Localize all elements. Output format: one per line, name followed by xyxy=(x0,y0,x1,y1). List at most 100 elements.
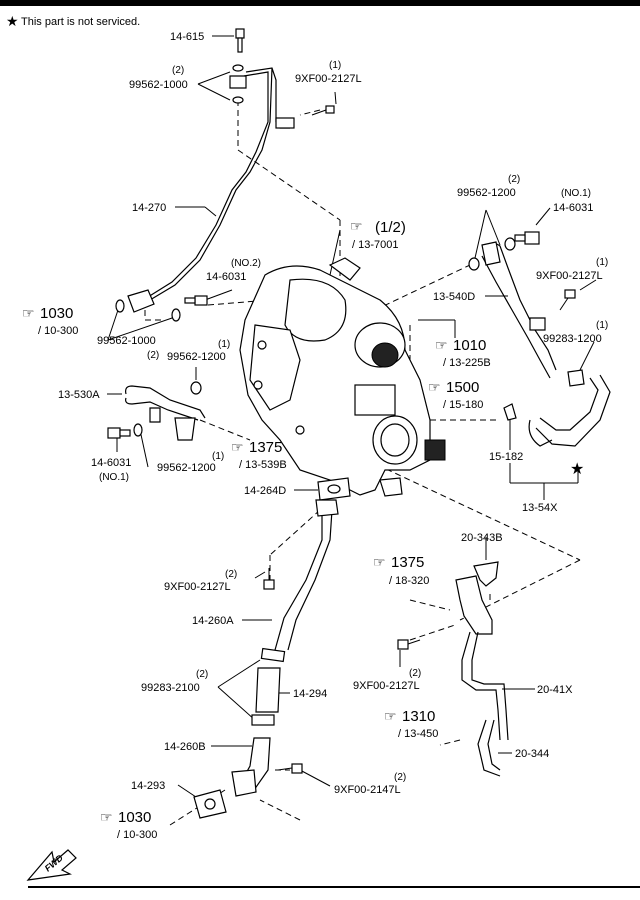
label-13-530a: 13-530A xyxy=(58,389,100,401)
label-14-294: 14-294 xyxy=(293,688,327,700)
header-note: This part is not serviced. xyxy=(21,16,140,28)
bottom-border xyxy=(28,886,640,888)
gasket-14-264d xyxy=(317,477,351,501)
ref-hand-icon-1030-top: ☞ xyxy=(22,305,35,321)
label-99283-2100: 99283-2100 xyxy=(141,682,200,694)
label-14-615: 14-615 xyxy=(170,31,204,43)
label-9xf00-2127l-right: 9XF00-2127L xyxy=(536,270,603,282)
label-9xf00-2147l-qty: (2) xyxy=(394,772,406,783)
label-ref-18-320: / 18-320 xyxy=(389,575,429,587)
ref-hand-icon-1500: ☞ xyxy=(428,379,441,395)
ref-hand-icon-1010: ☞ xyxy=(435,337,448,353)
label-ref-13-539b: / 13-539B xyxy=(239,459,287,471)
label-9xf00-2127l-mid: 9XF00-2127L xyxy=(164,581,231,593)
bracket-20-41x xyxy=(455,575,493,635)
label-20-344: 20-344 xyxy=(515,748,549,760)
bolt-14-6031-no1-left xyxy=(107,427,131,439)
label-ref-1375-right: 1375 xyxy=(391,554,424,571)
label-9xf00-2127l-top-qty: (1) xyxy=(329,60,341,71)
label-ref-1010: 1010 xyxy=(453,337,486,354)
label-14-293: 14-293 xyxy=(131,780,165,792)
label-9xf00-2127l-top: 9XF00-2127L xyxy=(295,73,362,85)
flange-bottom xyxy=(231,769,257,797)
label-99562-1200-right: 99562-1200 xyxy=(457,187,516,199)
label-99283-1200: 99283-1200 xyxy=(543,333,602,345)
label-15-182: 15-182 xyxy=(489,451,523,463)
label-no1-right: (NO.1) xyxy=(561,188,591,199)
label-9xf00-2127l-mid-qty: (2) xyxy=(225,569,237,580)
star-icon: ★ xyxy=(6,13,19,29)
label-99562-1000-bot-qty: (2) xyxy=(147,350,159,361)
leader-lines xyxy=(107,35,597,798)
bolt-14-6031-no2 xyxy=(184,295,208,306)
label-14-270: 14-270 xyxy=(132,202,166,214)
part-labels: 14-615 (2) 99562-1000 (1) 9XF00-2127L 14… xyxy=(38,31,608,841)
fwd-arrow-icon: FWD xyxy=(26,849,77,881)
label-ref-15-180: / 15-180 xyxy=(443,399,483,411)
label-9xf00-2127l-right-qty: (1) xyxy=(596,257,608,268)
label-14-6031-no1-left: 14-6031 xyxy=(91,457,131,469)
label-ref-1375-mid: 1375 xyxy=(249,439,282,456)
ref-hand-icon-1375-right: ☞ xyxy=(373,554,386,570)
clamp-upper xyxy=(260,647,286,663)
pipe-20-41x xyxy=(461,631,509,741)
bolt-9xf00-right xyxy=(559,289,576,311)
label-99283-2100-qty: (2) xyxy=(196,669,208,680)
top-border xyxy=(0,0,640,6)
label-99562-1200-mid: 99562-1200 xyxy=(167,351,226,363)
ref-hand-icon-1375-mid: ☞ xyxy=(231,439,244,455)
label-ref-1310: 1310 xyxy=(402,708,435,725)
label-13-540d: 13-540D xyxy=(433,291,475,303)
bolt-9xf00-low xyxy=(397,639,421,650)
ref-hand-icon-1310: ☞ xyxy=(384,708,397,724)
label-14-6031-no1-right: 14-6031 xyxy=(553,202,593,214)
ref-hand-icon-1-2: ☞ xyxy=(350,218,363,234)
pipe-14-260a xyxy=(274,504,333,651)
label-ref-1-2: (1/2) xyxy=(375,219,406,236)
pipe-bracket-top xyxy=(275,117,295,129)
label-ref-1030-bot: 1030 xyxy=(118,809,151,826)
gasket-14-293 xyxy=(193,789,227,819)
label-99562-1000-top-qty: (2) xyxy=(172,65,184,76)
label-ref-10-300-bot: / 10-300 xyxy=(117,829,157,841)
label-20-41x: 20-41X xyxy=(537,684,573,696)
bolt-9xf00-top xyxy=(311,105,335,116)
label-no2: (NO.2) xyxy=(231,258,261,269)
washer-right-1 xyxy=(468,257,480,271)
label-9xf00-2127l-low-qty: (2) xyxy=(409,668,421,679)
bolt-14-6031-no1-right xyxy=(514,231,540,245)
clamp-99283-1200 xyxy=(567,369,585,387)
washer-top-1 xyxy=(232,64,244,72)
nut-top xyxy=(229,75,247,89)
label-20-343b: 20-343B xyxy=(461,532,503,544)
washer-top-2 xyxy=(232,96,244,104)
label-99562-1200-right-qty: (2) xyxy=(508,174,520,185)
label-14-260b: 14-260B xyxy=(164,741,206,753)
label-ref-13-450: / 13-450 xyxy=(398,728,438,740)
star-marker-icon: ★ xyxy=(570,461,584,478)
label-ref-13-7001: / 13-7001 xyxy=(352,239,398,251)
label-14-260a: 14-260A xyxy=(192,615,234,627)
label-14-6031-no2: 14-6031 xyxy=(206,271,246,283)
ref-hand-icon-1030-bot: ☞ xyxy=(100,809,113,825)
washer-low-left xyxy=(133,423,143,437)
pipe-14-270-fitting xyxy=(127,289,155,313)
bolt-14-615 xyxy=(235,28,245,53)
label-ref-10-300-top: / 10-300 xyxy=(38,325,78,337)
turbocharger-assembly xyxy=(239,257,446,497)
washer-left-2 xyxy=(171,308,181,322)
label-99562-1200-low-qty: (1) xyxy=(212,451,224,462)
label-99562-1200-low: 99562-1200 xyxy=(157,462,216,474)
label-9xf00-2127l-low: 9XF00-2127L xyxy=(353,680,420,692)
clamp-lower xyxy=(251,714,275,726)
bolt-9xf00-2147l xyxy=(277,763,303,774)
bolt-9xf00-mid xyxy=(263,568,275,590)
bracket-13-530a xyxy=(174,417,196,441)
washer-mid xyxy=(190,381,202,395)
hose-13-54x xyxy=(528,374,611,447)
label-99283-1200-qty: (1) xyxy=(596,320,608,331)
label-ref-13-225b: / 13-225B xyxy=(443,357,491,369)
label-no1-left: (NO.1) xyxy=(99,472,129,483)
label-99562-1000-top: 99562-1000 xyxy=(129,79,188,91)
